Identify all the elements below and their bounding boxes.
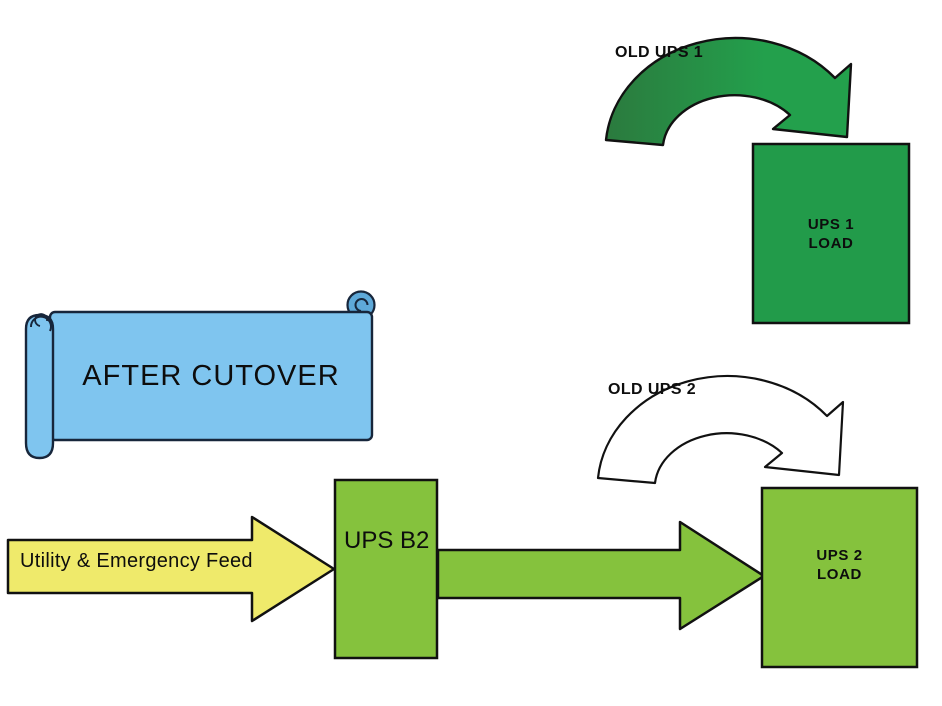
banner-left-roll-curl xyxy=(29,315,52,332)
old-ups1-label: OLD UPS 1 xyxy=(615,44,704,61)
banner-left-roll-spiral xyxy=(34,313,48,327)
ups2-load-label-line1: UPS 2 xyxy=(816,546,863,564)
banner-title: AFTER CUTOVER xyxy=(82,359,340,392)
ups1-load-box xyxy=(751,142,911,325)
utility-feed-arrow xyxy=(6,515,336,623)
ups2-load-label-line2: LOAD xyxy=(817,565,862,583)
ups2-load-label: UPS 2 LOAD xyxy=(762,488,917,667)
utility-feed-label: Utility & Emergency Feed xyxy=(20,550,253,572)
ups2-load-box xyxy=(760,486,919,669)
banner-left-roll xyxy=(24,313,55,460)
after-cutover-banner xyxy=(24,290,376,460)
old-ups2-label: OLD UPS 2 xyxy=(608,381,697,398)
ups1-load-label-line2: LOAD xyxy=(808,234,854,252)
ups-b2-box xyxy=(333,478,439,660)
ups-b2-to-load-arrow xyxy=(436,520,766,631)
ups1-load-label-line1: UPS 1 xyxy=(807,215,855,233)
ups1-load-label: UPS 1 LOAD xyxy=(753,144,909,323)
banner-top-right-curl-spiral xyxy=(354,298,369,312)
ups-b2-label: UPS B2 xyxy=(344,527,430,554)
